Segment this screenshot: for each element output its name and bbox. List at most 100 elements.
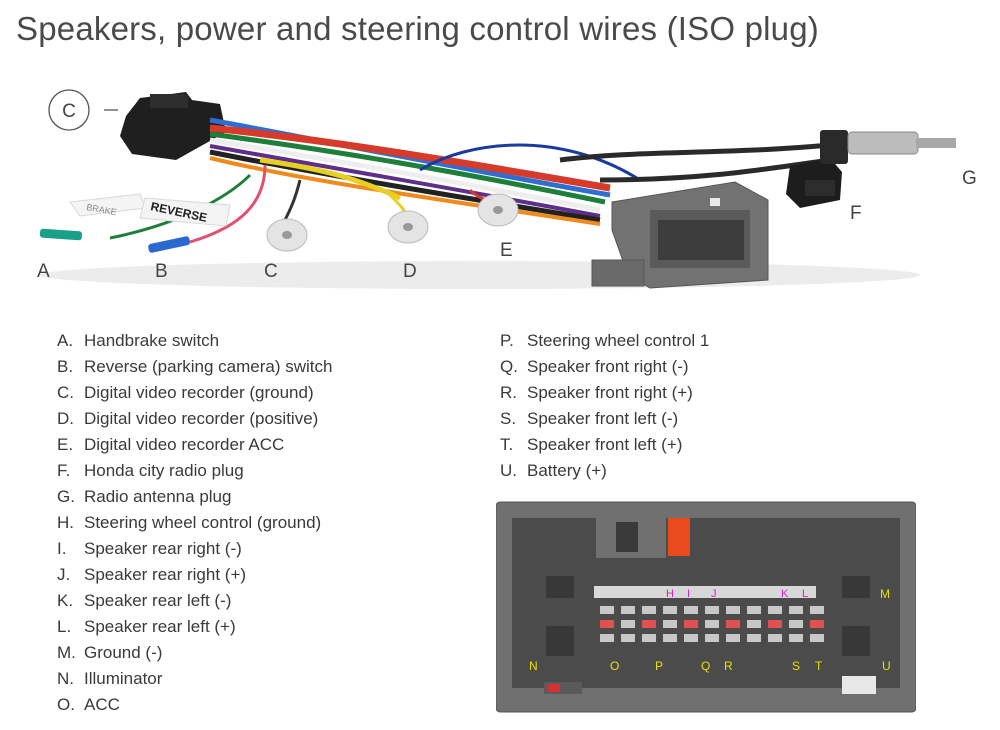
legend-text: Speaker rear left (-)	[84, 591, 232, 610]
pin-label-n: N	[529, 659, 538, 673]
pin-label-j: J	[711, 588, 717, 600]
legend-text: Steering wheel control (ground)	[84, 513, 322, 532]
legend-key: H.	[57, 513, 74, 532]
connector-pin	[663, 620, 677, 628]
connector-pin	[642, 606, 656, 614]
legend-key: E.	[57, 435, 74, 454]
wire-end-b	[148, 236, 191, 253]
connector-pin	[684, 634, 698, 642]
legend-text: Radio antenna plug	[84, 487, 232, 506]
connector-pin	[684, 620, 698, 628]
connector-pin	[747, 606, 761, 614]
legend-key: G.	[57, 487, 75, 506]
connector-pin	[810, 634, 824, 642]
connector-pin	[768, 606, 782, 614]
connector-pin	[621, 634, 635, 642]
legend-key: I.	[57, 539, 67, 558]
city-radio-plug	[786, 158, 842, 208]
radio-connector-black	[120, 92, 226, 160]
pin-label-i: I	[687, 588, 690, 600]
legend-item: O.ACC	[57, 692, 332, 718]
harness-label-g: G	[962, 168, 977, 189]
legend-key: F.	[57, 461, 71, 480]
harness-label-c: C	[264, 261, 278, 282]
connector-pin	[621, 620, 635, 628]
connector-pin	[705, 634, 719, 642]
pin-label-u: U	[882, 659, 891, 673]
legend-text: ACC	[84, 695, 120, 714]
connector-pin	[789, 634, 803, 642]
legend-text: Speaker front right (+)	[527, 383, 693, 402]
legend-item: Q.Speaker front right (-)	[500, 354, 709, 380]
legend-key: A.	[57, 331, 74, 350]
harness-label-d: D	[403, 261, 417, 282]
legend-text: Steering wheel control 1	[527, 331, 710, 350]
connector-pin	[600, 634, 614, 642]
legend-item: G. Radio antenna plug	[57, 484, 332, 510]
connector-pin	[747, 634, 761, 642]
legend-item: T.Speaker front left (+)	[500, 432, 709, 458]
pin-label-r: R	[724, 659, 733, 673]
legend-key: C.	[57, 383, 74, 402]
legend-item: R. Speaker front right (+)	[500, 380, 709, 406]
harness-label-a: A	[37, 261, 50, 282]
legend-key: M.	[57, 643, 76, 662]
legend-key: B.	[57, 357, 74, 376]
connector-pin	[726, 634, 740, 642]
pin-label-s: S	[792, 659, 800, 673]
legend-item: S.Speaker front left (-)	[500, 406, 709, 432]
legend-text: Digital video recorder (ground)	[84, 383, 314, 402]
legend-key: U.	[500, 461, 517, 480]
pin-label-p: P	[655, 659, 663, 673]
harness-label-b: B	[155, 261, 168, 282]
harness-label-e: E	[500, 240, 513, 261]
pin-label-h: H	[666, 588, 674, 600]
page-title: Speakers, power and steering control wir…	[16, 10, 819, 47]
legend-text: Illuminator	[84, 669, 163, 688]
legend-text: Speaker front left (-)	[527, 409, 679, 428]
legend-key: T.	[500, 435, 514, 454]
connector-pin	[600, 606, 614, 614]
connector-pin	[600, 620, 614, 628]
connector-pin	[789, 606, 803, 614]
legend-item: L.Speaker rear left (+)	[57, 614, 332, 640]
legend-text: Speaker rear right (+)	[84, 565, 247, 584]
legend-key: K.	[57, 591, 74, 610]
legend-right: P.Steering wheel control 1 Q.Speaker fro…	[500, 328, 709, 484]
legend-item: D.Digital video recorder (positive)	[57, 406, 332, 432]
connector-pin	[726, 606, 740, 614]
legend-item: U. Battery (+)	[500, 458, 709, 484]
circle-c-label: C	[62, 101, 76, 122]
connector-pin	[642, 634, 656, 642]
wiring-harness-illustration: C BRAKE REVERSE	[39, 89, 956, 289]
connector-pin	[663, 634, 677, 642]
legend-item: N. Illuminator	[57, 666, 332, 692]
legend-text: Speaker rear right (-)	[84, 539, 242, 558]
legend-key: N.	[57, 669, 74, 688]
connector-pin	[768, 620, 782, 628]
connector-pin	[726, 620, 740, 628]
legend-key: J.	[57, 565, 71, 584]
connector-pin	[747, 620, 761, 628]
legend-item: H. Steering wheel control (ground)	[57, 510, 332, 536]
connector-pin	[768, 634, 782, 642]
legend-left: A.Handbrake switch B.Reverse (parking ca…	[57, 328, 332, 718]
pin-label-l: L	[802, 588, 808, 600]
ring-terminal-d	[387, 210, 429, 244]
legend-key: R.	[500, 383, 517, 402]
pin-grid	[600, 606, 824, 642]
legend-item: A.Handbrake switch	[57, 328, 332, 354]
connector-closeup: H I J K L M N O P Q R S T U	[496, 501, 916, 713]
ring-terminal-c	[266, 218, 308, 252]
pin-label-m: M	[880, 587, 890, 601]
pin-label-o: O	[610, 659, 619, 673]
legend-item: C. Digital video recorder (ground)	[57, 380, 332, 406]
legend-text: Ground (-)	[84, 643, 163, 662]
legend-key: Q.	[500, 357, 518, 376]
legend-item: P.Steering wheel control 1	[500, 328, 709, 354]
legend-text: Honda city radio plug	[84, 461, 244, 480]
legend-item: K. Speaker rear left (-)	[57, 588, 332, 614]
legend-text: Battery (+)	[527, 461, 607, 480]
connector-cavity	[512, 518, 900, 688]
pin-label-q: Q	[701, 659, 710, 673]
